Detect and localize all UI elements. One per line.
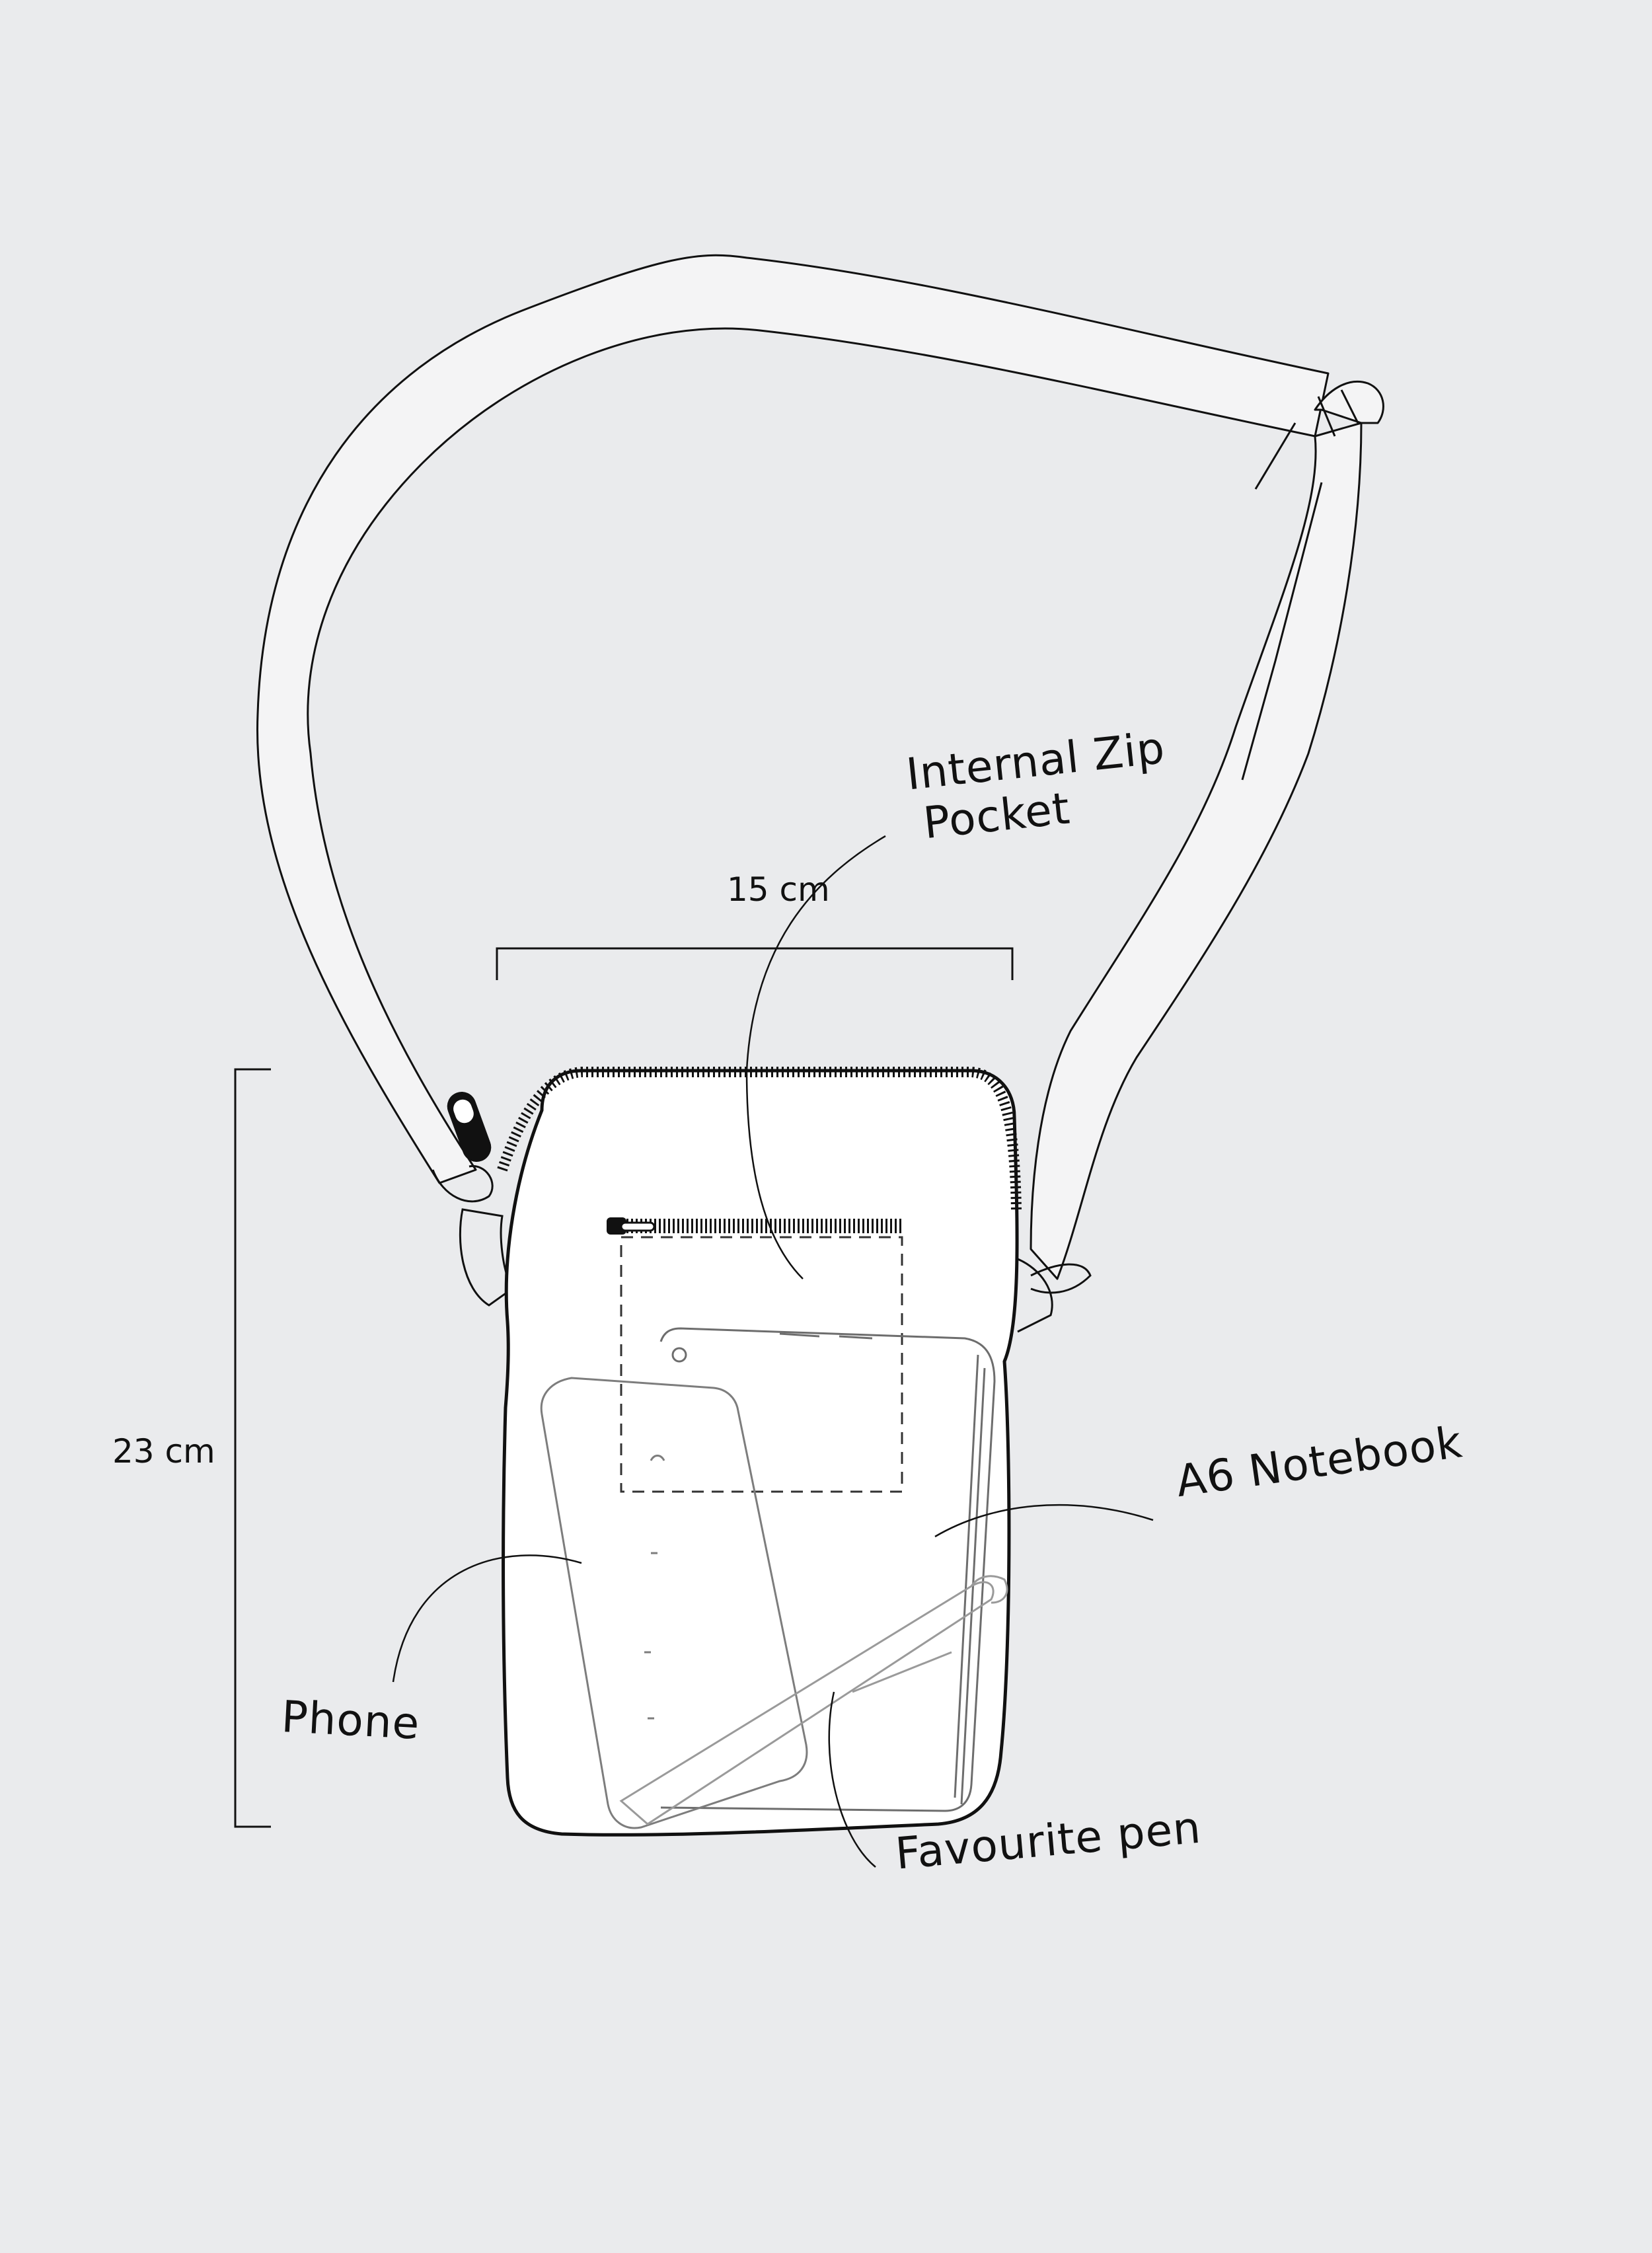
pen-leader (828, 1691, 876, 1868)
internal-zip-pocket (607, 1217, 903, 1493)
notebook-leader (934, 1504, 1154, 1538)
height-dimension-bracket (234, 1068, 271, 1828)
zipper-pull (447, 1091, 492, 1163)
pen-outline (619, 1575, 1008, 1825)
right-clip (1017, 1258, 1092, 1333)
bag-body (502, 1069, 1019, 1837)
left-clip (432, 1165, 513, 1307)
phone-outline (540, 1377, 808, 1829)
label-height-dimension: 23 cm (112, 1432, 215, 1470)
pocket-leader (745, 835, 886, 1279)
label-phone: Phone (280, 1691, 422, 1749)
shoulder-strap (256, 254, 1384, 1280)
phone-leader (392, 1554, 582, 1683)
width-dimension-bracket (496, 947, 1014, 980)
leader-lines (392, 835, 1154, 1868)
label-width-dimension: 15 cm (727, 870, 830, 909)
